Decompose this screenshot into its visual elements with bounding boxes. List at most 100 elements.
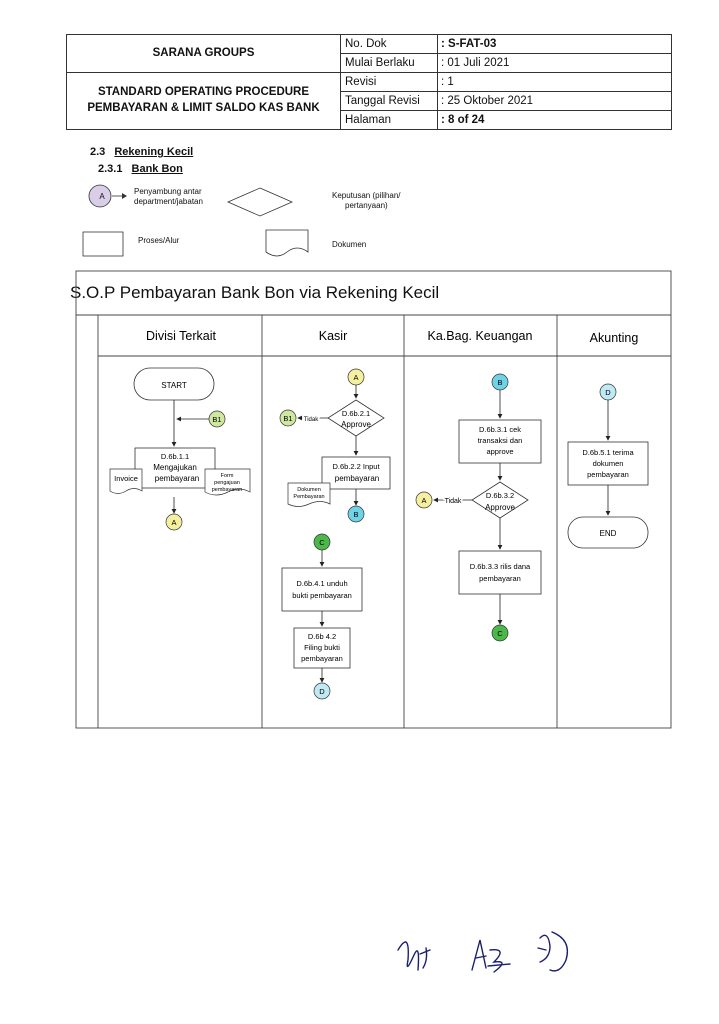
- signature-1: [397, 941, 431, 971]
- process-d6b-1-1-line1: D.6b.1.1: [161, 452, 189, 461]
- process-d6b-3-1-line1: D.6b.3.1 cek: [479, 425, 521, 434]
- process-d6b-3-1: [458, 419, 542, 464]
- legend-decision-line1: Keputusan (pilihan/: [332, 191, 401, 200]
- connector-c-lane2-label: C: [319, 538, 325, 547]
- legend-connector-line2: department/jabatan: [134, 197, 203, 206]
- legend-connector-letter: A: [99, 192, 105, 201]
- decision-d6b-2-1-line2: Approve: [341, 420, 371, 429]
- document-header-table: SARANA GROUPS STANDARD OPERATING PROCEDU…: [66, 34, 672, 130]
- tidak-label-keuangan: Tidak: [445, 498, 462, 505]
- section-title: Rekening Kecil: [114, 146, 194, 158]
- legend-process-label: Proses/Alur: [138, 236, 180, 245]
- process-d6b-4-2-line3: pembayaran: [301, 654, 343, 663]
- process-d6b-4-2-line2: Filing bukti: [304, 643, 340, 652]
- decision-d6b-3-2-line2: Approve: [485, 503, 515, 512]
- connector-b-lane2: [347, 505, 365, 523]
- tidak-label-keuangan-bg: Tidak: [445, 498, 462, 505]
- connector-d-lane2: [313, 682, 331, 700]
- document-invoice-label: Invoice: [114, 474, 138, 483]
- process-d6b-2-2: [321, 456, 391, 490]
- connector-b1-lane1-label: B1: [212, 415, 221, 424]
- process-d6b-4-2: [293, 627, 351, 669]
- process-d6b-1-1-line3: pembayaran: [155, 474, 199, 483]
- value-mulai-berlaku: : 01 Juli 2021: [441, 57, 510, 69]
- start-label: START: [161, 381, 187, 390]
- doc-title-line2: PEMBAYARAN & LIMIT SALDO KAS BANK: [87, 102, 320, 114]
- signatures: [397, 931, 569, 973]
- connector-a-lane3: [415, 491, 433, 509]
- section-heading: 2.3 Rekening Kecil: [90, 146, 193, 158]
- process-d6b-1-1: [134, 447, 216, 489]
- process-d6b-4-1: [281, 567, 363, 612]
- process-d6b-3-3: [458, 550, 542, 595]
- document-dokumen-line1: Dokumen: [297, 487, 321, 493]
- legend-document-label: Dokumen: [332, 240, 367, 249]
- process-d6b-4-1-line2: bukti pembayaran: [292, 591, 352, 600]
- connector-a-lane2-label: A: [353, 373, 358, 382]
- decision-d6b-2-1-line1: D.6b.2.1: [342, 409, 370, 418]
- connector-d-lane2-label: D: [319, 687, 325, 696]
- value-revisi: : 1: [441, 76, 454, 88]
- legend-connector-icon: [88, 184, 112, 208]
- connector-a-lane1-label: A: [171, 518, 176, 527]
- legend-document-icon: [265, 229, 309, 257]
- label-revisi: Revisi: [345, 76, 377, 88]
- section-number: 2.3: [90, 146, 106, 158]
- process-d6b-5-1-line1: D.6b.5.1 terima: [582, 448, 634, 457]
- signature-3: [537, 931, 569, 972]
- process-d6b-4-1-line1: D.6b.4.1 unduh: [296, 579, 347, 588]
- process-d6b-3-1-line2: transaksi dan: [478, 436, 523, 445]
- document-form-line1: Form: [221, 473, 234, 479]
- label-tanggal-revisi: Tanggal Revisi: [345, 95, 420, 107]
- company-name: SARANA GROUPS: [152, 47, 255, 59]
- document-dokumen-line2: Pembayaran: [293, 494, 324, 500]
- lane-kabag-keuangan: Ka.Bag. Keuangan: [428, 329, 533, 343]
- end-terminator: [567, 516, 649, 549]
- label-no-dok: No. Dok: [345, 38, 387, 50]
- process-d6b-4-2-line1: D.6b 4.2: [308, 632, 336, 641]
- document-invoice: [109, 468, 143, 494]
- document-dokumen-pembayaran: [287, 482, 331, 507]
- tidak-label-kasir: Tidak: [304, 417, 319, 423]
- document-form-pengajuan: [204, 468, 251, 496]
- legend-connector-line1: Penyambung antar: [134, 187, 202, 196]
- connector-b1-lane2-label: B1: [283, 414, 292, 423]
- doc-title-line1: STANDARD OPERATING PROCEDURE: [97, 86, 310, 98]
- value-tanggal-revisi: : 25 Oktober 2021: [441, 95, 534, 107]
- connector-c-lane3: [491, 624, 509, 642]
- subsection-heading: 2.3.1 Bank Bon: [98, 163, 183, 175]
- label-mulai-berlaku: Mulai Berlaku: [345, 57, 415, 69]
- lane-akunting: Akunting: [590, 331, 639, 345]
- decision-d6b-3-2: [471, 481, 529, 519]
- flowchart-title: S.O.P Pembayaran Bank Bon via Rekening K…: [70, 283, 440, 302]
- connector-b-lane3-label: B: [497, 378, 502, 387]
- process-d6b-2-2-line2: pembayaran: [335, 474, 379, 483]
- document-form-line2: pengajuan: [214, 480, 240, 486]
- decision-d6b-3-2-line1: D.6b.3.2: [486, 491, 514, 500]
- value-no-dok: : S-FAT-03: [441, 38, 497, 50]
- subsection-number: 2.3.1: [98, 163, 123, 175]
- process-d6b-3-3-line2: pembayaran: [479, 574, 521, 583]
- document-form-line3: pembayaran: [212, 487, 243, 493]
- connector-a-lane1: [165, 513, 183, 531]
- process-d6b-3-3-line1: D.6b.3.3 rilis dana: [470, 562, 531, 571]
- tidak-label-kasir-bg: Tidak: [304, 417, 319, 423]
- legend-decision-icon: [227, 187, 293, 217]
- lane-kasir: Kasir: [319, 329, 347, 343]
- process-d6b-2-2-line1: D.6b.2.2 Input: [332, 462, 380, 471]
- connector-c-lane3-label: C: [497, 629, 503, 638]
- lane-divisi-terkait: Divisi Terkait: [146, 329, 216, 343]
- end-label: END: [600, 529, 617, 538]
- legend-shapes: [82, 184, 309, 257]
- process-d6b-5-1-line2: dokumen: [593, 459, 624, 468]
- legend-process-icon: [82, 231, 124, 257]
- connector-a-lane3-label: A: [421, 496, 426, 505]
- process-d6b-3-1-line3: approve: [486, 447, 513, 456]
- value-halaman: : 8 of 24: [441, 114, 485, 126]
- process-d6b-5-1-line3: pembayaran: [587, 470, 629, 479]
- connector-d-lane4-label: D: [605, 388, 611, 397]
- legend-decision-line2: pertanyaan): [345, 201, 388, 210]
- label-halaman: Halaman: [345, 114, 392, 126]
- connector-b-lane2-label: B: [353, 510, 358, 519]
